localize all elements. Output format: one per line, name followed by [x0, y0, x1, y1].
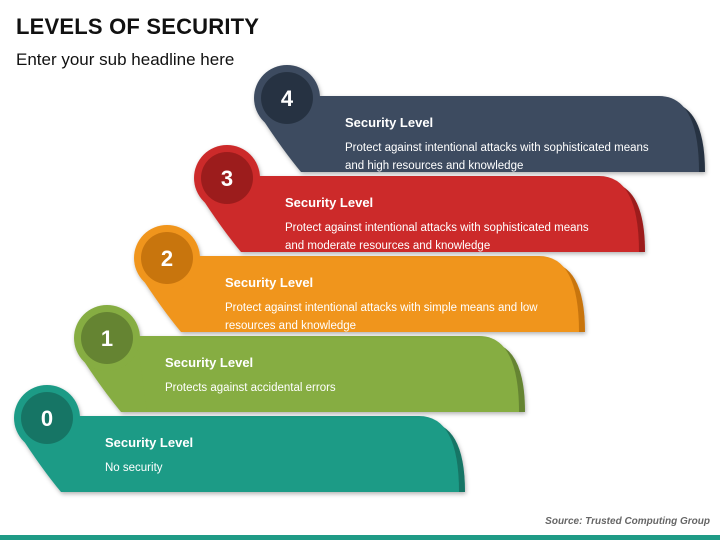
page-subtitle: Enter your sub headline here	[16, 50, 235, 69]
page-title: LEVELS OF SECURITY	[16, 14, 260, 39]
source-note: Source: Trusted Computing Group	[545, 516, 710, 527]
level-number: 1	[101, 326, 113, 351]
level-4-title: Security Level	[345, 115, 434, 130]
level-3-shape: 3	[194, 145, 645, 252]
level-number: 2	[161, 246, 173, 271]
level-3-description: Protect against intentional attacks with…	[285, 222, 589, 252]
level-number: 4	[281, 86, 294, 111]
bottom-accent-bar	[0, 535, 720, 540]
level-0-description: No security	[105, 462, 163, 474]
level-0-shape: 0	[14, 385, 465, 492]
level-4-description: Protect against intentional attacks with…	[345, 142, 649, 172]
level-2-title: Security Level	[225, 275, 314, 290]
level-2-shape: 2	[134, 225, 585, 332]
level-1-description: Protects against accidental errors	[165, 382, 336, 394]
level-0-title: Security Level	[105, 435, 194, 450]
level-1-title: Security Level	[165, 355, 254, 370]
level-number: 0	[41, 406, 53, 431]
level-2-description: Protect against intentional attacks with…	[225, 302, 538, 332]
level-1-shape: 1	[74, 305, 525, 412]
level-4-shape: 4	[254, 65, 705, 172]
level-number: 3	[221, 166, 233, 191]
level-3-title: Security Level	[285, 195, 374, 210]
